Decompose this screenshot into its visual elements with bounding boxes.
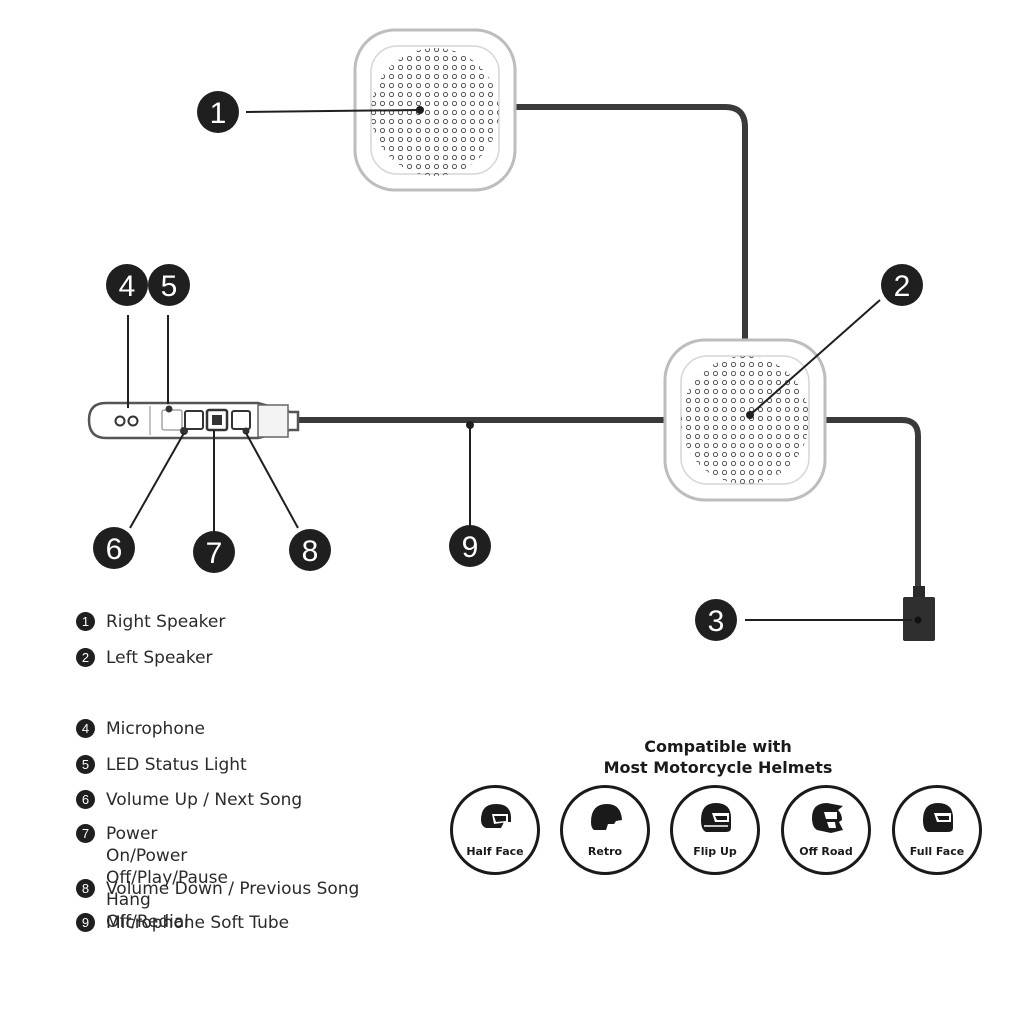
legend-label: LED Status Light bbox=[106, 755, 247, 775]
half-face-helmet-icon bbox=[481, 804, 511, 828]
helmet-flip-up: Flip Up bbox=[670, 785, 760, 875]
full-face-helmet-icon bbox=[923, 803, 953, 832]
legend-label: Volume Down / Previous Song bbox=[106, 879, 360, 899]
legend-item: 4 Microphone bbox=[76, 718, 205, 740]
helmet-label: Retro bbox=[587, 845, 623, 858]
helmet-label: Full Face bbox=[909, 845, 965, 858]
microphone-hole bbox=[127, 415, 139, 427]
legend-label: Power On/Power Off/Play/Pause Hang Off/R… bbox=[106, 824, 228, 932]
svg-text:3: 3 bbox=[708, 605, 725, 638]
legend-number: 1 bbox=[76, 612, 95, 631]
helmet-retro: Retro bbox=[560, 785, 650, 875]
callout-3: 3 bbox=[695, 599, 737, 641]
callout-1: 1 bbox=[197, 91, 239, 133]
legend-number: 4 bbox=[76, 719, 95, 738]
legend-number: 9 bbox=[76, 913, 95, 932]
helmet-half-face: Half Face bbox=[450, 785, 540, 875]
retro-helmet-icon bbox=[591, 804, 622, 830]
compatibility-title: Compatible with Most Motorcycle Helmets bbox=[560, 736, 876, 778]
legend-number: 7 bbox=[76, 824, 95, 843]
callout-9: 9 bbox=[449, 525, 491, 567]
left-speaker bbox=[663, 338, 827, 502]
callout-7: 7 bbox=[193, 531, 235, 573]
legend-label: Microphone Soft Tube bbox=[106, 913, 290, 933]
helmet-label: Flip Up bbox=[693, 845, 737, 858]
microphone-remote-control bbox=[87, 401, 300, 440]
power-button bbox=[205, 408, 229, 432]
callout-4: 4 bbox=[106, 264, 148, 306]
leader-lines bbox=[127, 109, 912, 621]
svg-text:6: 6 bbox=[106, 533, 123, 566]
speaker-connecting-cable bbox=[515, 104, 748, 345]
compatibility-title-line2: Most Motorcycle Helmets bbox=[603, 758, 833, 777]
legend-item: 8 Volume Down / Previous Song bbox=[76, 878, 359, 900]
callout-2: 2 bbox=[881, 264, 923, 306]
legend-number: 6 bbox=[76, 790, 95, 809]
volume-down-button bbox=[231, 410, 251, 430]
legend-item: 7 Power On/Power Off/Play/Pause Hang Off… bbox=[76, 823, 228, 933]
helmet-full-face: Full Face bbox=[892, 785, 982, 875]
svg-text:5: 5 bbox=[161, 270, 178, 303]
microphone-hole bbox=[114, 415, 126, 427]
connector-plug bbox=[903, 586, 935, 641]
right-speaker bbox=[353, 28, 517, 192]
helmet-off-road: Off Road bbox=[781, 785, 871, 875]
legend-number: 2 bbox=[76, 648, 95, 667]
leader-endpoints bbox=[416, 106, 754, 429]
legend-item: 9 Microphone Soft Tube bbox=[76, 912, 289, 934]
svg-text:2: 2 bbox=[894, 270, 911, 303]
compatibility-title-line1: Compatible with bbox=[644, 737, 792, 756]
legend-label: Volume Up / Next Song bbox=[106, 790, 303, 810]
speaker-output-cable bbox=[825, 417, 921, 598]
legend-item: 5 LED Status Light bbox=[76, 754, 247, 776]
helmet-label: Off Road bbox=[799, 845, 853, 858]
led-status-light bbox=[165, 405, 173, 413]
off-road-helmet-icon bbox=[812, 803, 843, 833]
callout-5: 5 bbox=[148, 264, 190, 306]
legend-label: Left Speaker bbox=[106, 648, 213, 668]
flip-up-helmet-icon bbox=[701, 803, 731, 832]
svg-text:8: 8 bbox=[302, 535, 319, 568]
legend-label: Right Speaker bbox=[106, 612, 226, 632]
helmet-label: Half Face bbox=[466, 845, 524, 858]
legend-item: 1 Right Speaker bbox=[76, 611, 225, 633]
volume-up-button-frame bbox=[184, 410, 204, 430]
svg-text:9: 9 bbox=[462, 531, 479, 564]
callout-6: 6 bbox=[93, 527, 135, 569]
legend-number: 8 bbox=[76, 879, 95, 898]
legend-item: 2 Left Speaker bbox=[76, 647, 213, 669]
legend-number: 5 bbox=[76, 755, 95, 774]
svg-text:4: 4 bbox=[119, 270, 136, 303]
legend-label: Microphone bbox=[106, 719, 205, 739]
svg-text:1: 1 bbox=[210, 97, 227, 130]
legend-item: 6 Volume Up / Next Song bbox=[76, 789, 302, 811]
svg-text:7: 7 bbox=[206, 537, 223, 570]
callout-8: 8 bbox=[289, 529, 331, 571]
